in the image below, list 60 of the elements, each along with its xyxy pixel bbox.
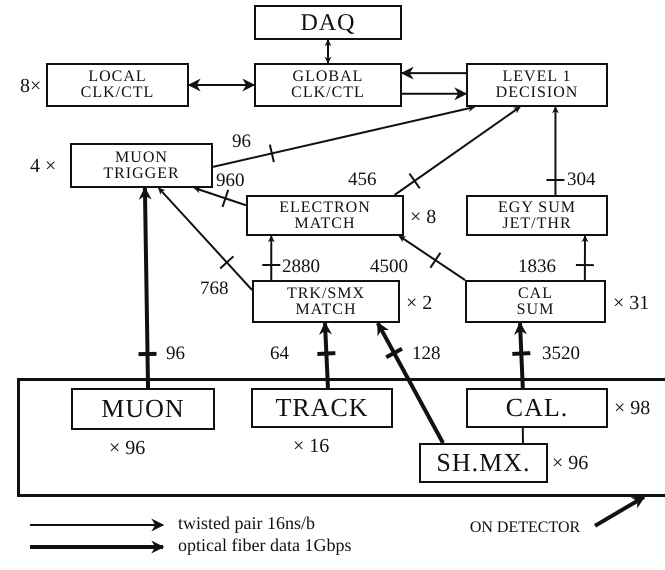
detector-region: [17, 378, 665, 497]
multiplicity-label: 8×: [20, 76, 42, 96]
module-label: EGY SUM JET/THR: [497, 200, 577, 232]
arrow: [402, 87, 468, 100]
edge-label: 128: [412, 344, 440, 363]
arrow: [594, 495, 646, 528]
multiplicity-label: × 96: [109, 438, 146, 458]
multiplicity-label: × 2: [406, 293, 432, 313]
module-box: [254, 5, 402, 40]
arrow: [376, 322, 445, 444]
edge-label: 96: [166, 344, 185, 363]
legend-text: optical fiber data 1Gbps: [178, 536, 352, 554]
module-label: SH.MX.: [436, 450, 531, 476]
arrow: [194, 186, 246, 206]
multiplicity-label: 4 ×: [30, 156, 56, 176]
edge-label: 2880: [282, 257, 320, 276]
module-box: [254, 63, 402, 107]
arrow: [324, 39, 332, 64]
note-text: ON DETECTOR: [470, 520, 580, 536]
multiplicity-label: × 16: [293, 436, 330, 456]
arrow: [514, 322, 527, 388]
edge-label: 4500: [370, 257, 408, 276]
arrow: [188, 78, 256, 92]
arrow: [394, 106, 521, 196]
module-label: TRK/SMX MATCH: [286, 286, 366, 318]
edge-label: 960: [216, 171, 244, 190]
module-label: TRACK: [275, 395, 369, 421]
connector-line: [522, 428, 524, 444]
arrow: [268, 235, 275, 280]
legend-text: twisted pair 16ns/b: [178, 514, 315, 532]
multiplicity-label: × 8: [410, 207, 436, 227]
module-box: [466, 63, 608, 107]
arrow: [158, 187, 253, 291]
module-label: MUON: [101, 396, 185, 422]
module-label: CAL.: [506, 395, 568, 421]
module-label: MUON TRIGGER: [102, 150, 181, 182]
arrow: [400, 66, 466, 80]
edge-label: 3520: [542, 344, 580, 363]
arrow: [138, 186, 152, 388]
edge-label: 96: [232, 132, 251, 151]
module-label: DAQ: [300, 10, 356, 34]
arrow: [581, 235, 588, 280]
edge-label: 304: [567, 170, 596, 189]
module-label: LEVEL 1 DECISION: [494, 69, 580, 101]
multiplicity-label: × 98: [614, 398, 650, 418]
arrow: [319, 322, 332, 388]
arrow: [398, 235, 466, 281]
module-label: CAL SUM: [516, 286, 556, 318]
arrow: [552, 106, 559, 195]
edge-label: 768: [200, 279, 228, 298]
module-label: GLOBAL CLK/CTL: [290, 69, 366, 101]
multiplicity-label: × 31: [613, 293, 650, 313]
module-box: [466, 195, 608, 236]
module-label: LOCAL CLK/CTL: [80, 69, 156, 101]
multiplicity-label: × 96: [552, 453, 588, 473]
module-label: ELECTRON MATCH: [278, 200, 372, 232]
edge-label: 64: [270, 344, 289, 363]
edge-label: 1836: [518, 257, 556, 276]
arrow: [212, 105, 476, 168]
edge-label: 456: [348, 170, 376, 189]
